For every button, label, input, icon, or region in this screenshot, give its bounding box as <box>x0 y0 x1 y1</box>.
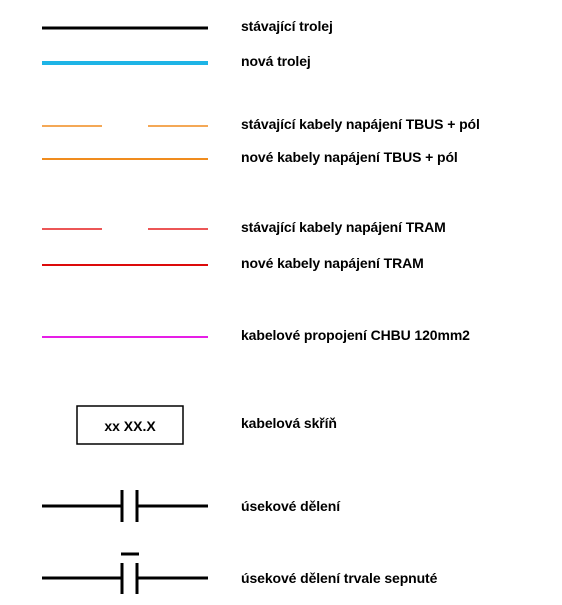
legend-row-chbu-interconnect: kabelové propojení CHBU 120mm2 <box>0 322 562 352</box>
legend-label-section-divider-closed: úsekové dělení trvale sepnuté <box>241 570 438 586</box>
new-trolley-line-symbol <box>0 48 230 78</box>
legend-label-new-tbus-cables: nové kabely napájení TBUS + pól <box>241 149 458 165</box>
legend-label-section-divider: úsekové dělení <box>241 498 340 514</box>
legend-row-new-tbus-cables: nové kabely napájení TBUS + pól <box>0 144 562 174</box>
existing-tbus-cable-dashed-symbol <box>0 111 230 141</box>
legend-label-cable-cabinet: kabelová skříň <box>241 415 337 431</box>
legend-row-section-divider: úsekové dělení <box>0 488 562 524</box>
legend-row-new-trolley: nová trolej <box>0 48 562 78</box>
section-divider-symbol <box>0 488 230 524</box>
existing-tram-cable-dashed-symbol <box>0 214 230 244</box>
legend-row-cable-cabinet: xx XX.X kabelová skříň <box>0 403 562 449</box>
legend-label-existing-tbus-cables: stávající kabely napájení TBUS + pól <box>241 116 480 132</box>
legend-label-new-tram-cables: nové kabely napájení TRAM <box>241 255 424 271</box>
cable-cabinet-box-text: xx XX.X <box>104 418 156 434</box>
legend-label-existing-tram-cables: stávající kabely napájení TRAM <box>241 219 446 235</box>
legend-row-new-tram-cables: nové kabely napájení TRAM <box>0 250 562 280</box>
legend-row-section-divider-closed: úsekové dělení trvale sepnuté <box>0 548 562 596</box>
legend-label-existing-trolley: stávající trolej <box>241 18 333 34</box>
legend-label-chbu-interconnect: kabelové propojení CHBU 120mm2 <box>241 327 470 343</box>
cable-cabinet-box <box>76 405 184 445</box>
new-tbus-cable-line-symbol <box>0 144 230 174</box>
legend-label-new-trolley: nová trolej <box>241 53 311 69</box>
section-divider-closed-symbol <box>0 548 230 596</box>
cable-cabinet-box-symbol: xx XX.X <box>0 403 230 449</box>
legend-row-existing-trolley: stávající trolej <box>0 13 562 43</box>
new-tram-cable-line-symbol <box>0 250 230 280</box>
chbu-interconnect-line-symbol <box>0 322 230 352</box>
legend-row-existing-tram-cables: stávající kabely napájení TRAM <box>0 214 562 244</box>
legend-row-existing-tbus-cables: stávající kabely napájení TBUS + pól <box>0 111 562 141</box>
existing-trolley-line-symbol <box>0 13 230 43</box>
